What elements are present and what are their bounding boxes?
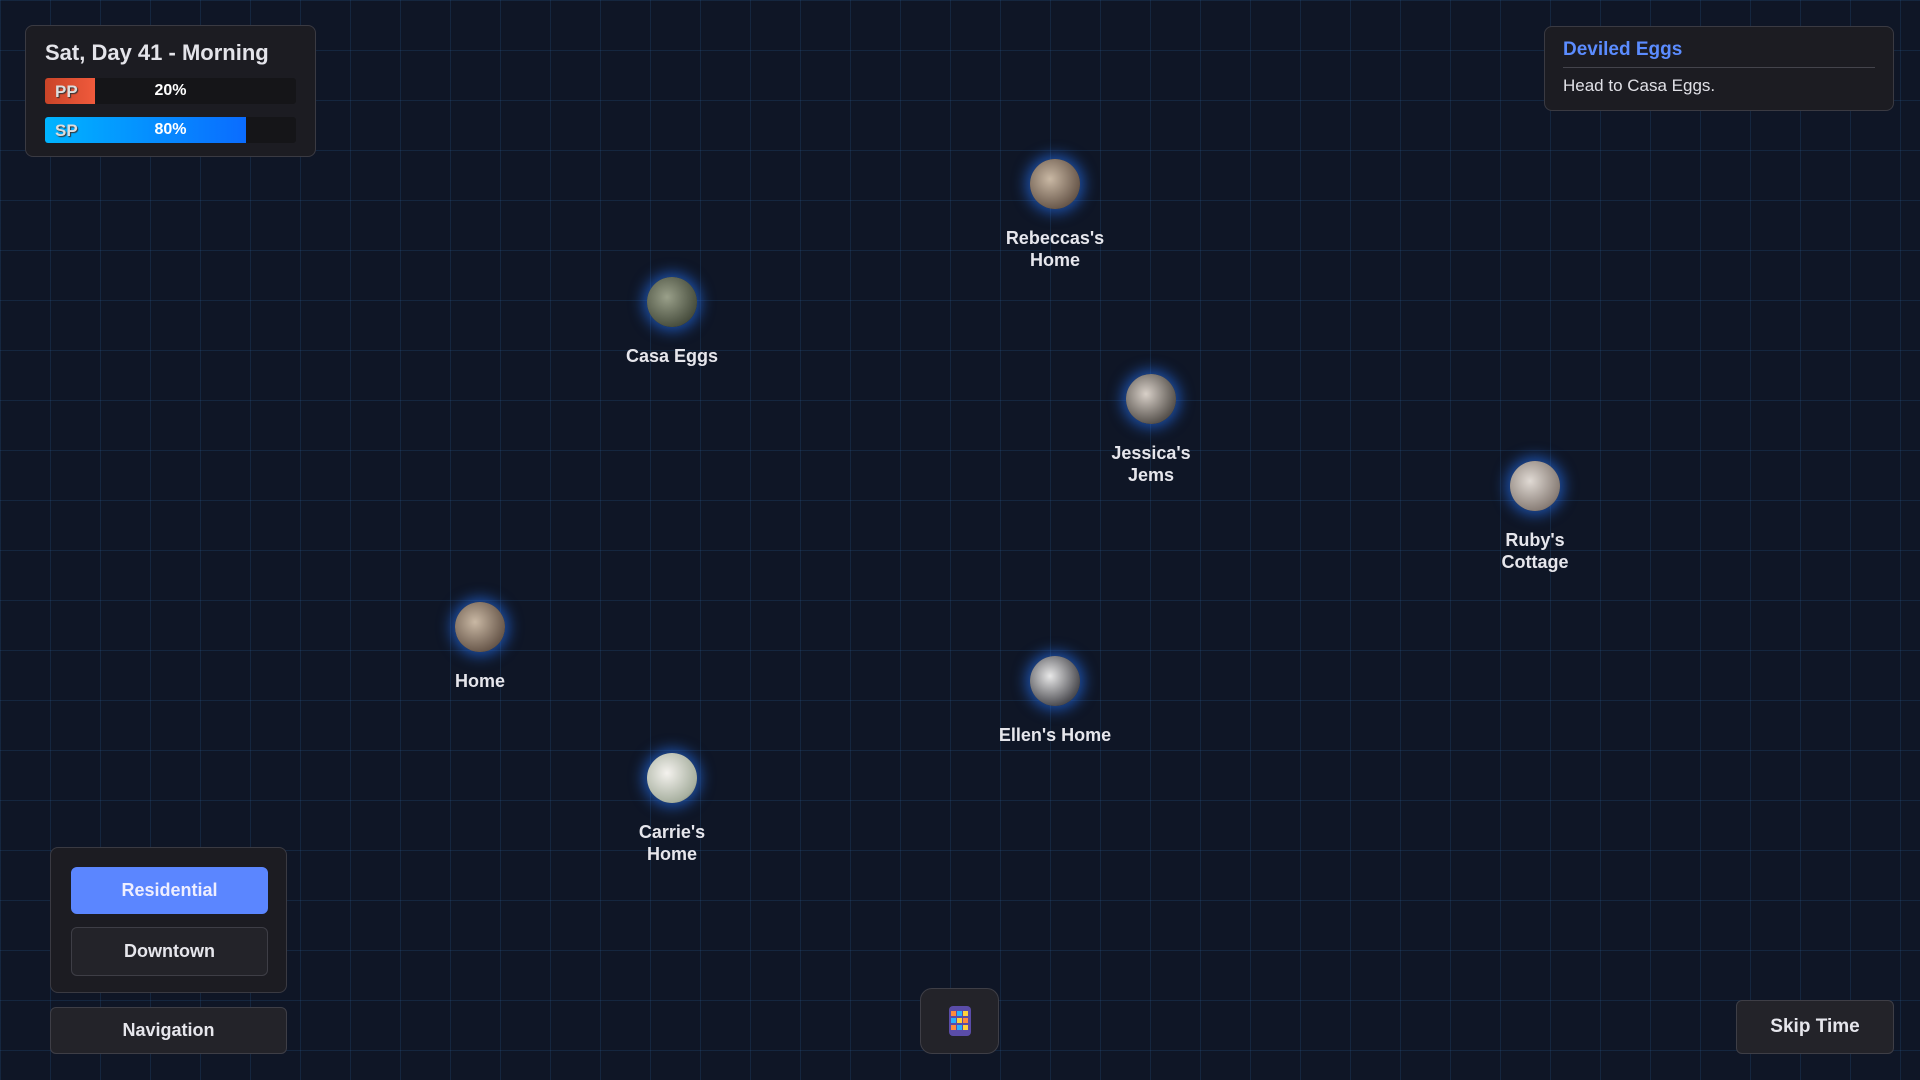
location-label: Casa Eggs (625, 346, 719, 366)
location-label: Carrie's Home (638, 822, 706, 864)
status-panel: Sat, Day 41 - Morning PP 20% SP 80% (25, 25, 316, 157)
quest-description: Head to Casa Eggs. (1563, 76, 1716, 95)
quest-panel: Deviled Eggs Head to Casa Eggs. (1544, 26, 1894, 111)
pp-value: 20% (154, 82, 187, 99)
location-jessicas-jems[interactable]: Jessica's Jems (1071, 374, 1231, 486)
sp-value: 80% (154, 121, 187, 138)
quest-title: Deviled Eggs (1563, 39, 1875, 68)
location-carries-home[interactable]: Carrie's Home (592, 753, 752, 865)
location-image (1126, 374, 1176, 424)
skip-time-button[interactable]: Skip Time (1736, 1000, 1894, 1054)
location-image (455, 602, 505, 652)
location-label: Rebeccas's Home (1005, 228, 1105, 270)
navigation-button[interactable]: Navigation (50, 1007, 287, 1054)
location-label: Jessica's Jems (1111, 443, 1191, 485)
downtown-button[interactable]: Downtown (71, 927, 268, 976)
location-rubys-cottage[interactable]: Ruby's Cottage (1455, 461, 1615, 573)
location-ellens-home[interactable]: Ellen's Home (975, 656, 1135, 746)
sp-bar: SP 80% (45, 117, 296, 143)
location-label: Home (454, 671, 505, 691)
pp-label: PP (55, 82, 78, 101)
location-image (647, 753, 697, 803)
area-selector: Residential Downtown (50, 847, 287, 993)
location-image (1510, 461, 1560, 511)
location-image (647, 277, 697, 327)
day-time-label: Sat, Day 41 - Morning (45, 40, 269, 65)
pp-bar: PP 20% (45, 78, 296, 104)
location-image (1030, 159, 1080, 209)
location-image (1030, 656, 1080, 706)
pp-bar-fill (45, 78, 96, 104)
location-rebeccas-home[interactable]: Rebeccas's Home (975, 159, 1135, 271)
sp-label: SP (55, 121, 78, 140)
location-home[interactable]: Home (400, 602, 560, 692)
residential-button[interactable]: Residential (71, 867, 268, 914)
location-label: Ellen's Home (998, 725, 1112, 745)
phone-button[interactable] (920, 988, 999, 1054)
location-label: Ruby's Cottage (1501, 530, 1569, 572)
sp-bar-fill (45, 117, 246, 143)
phone-apps-icon (948, 1006, 971, 1036)
location-casa-eggs[interactable]: Casa Eggs (592, 277, 752, 367)
